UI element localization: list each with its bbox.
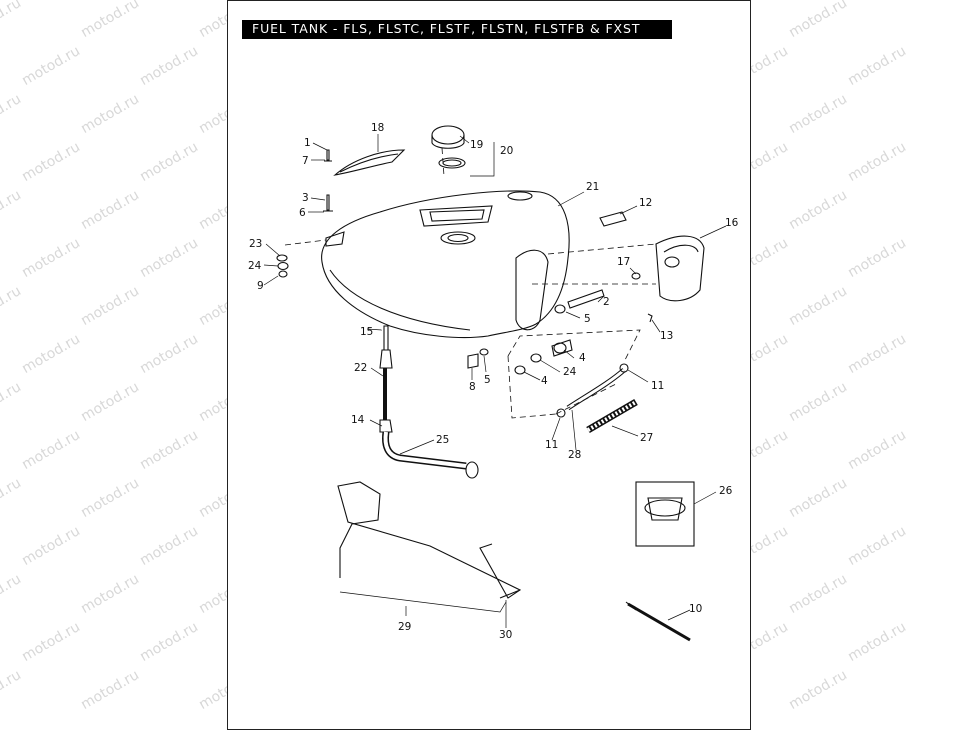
callout-30: 30 — [499, 629, 512, 641]
diagram-sheet — [227, 0, 751, 730]
callout-20: 20 — [500, 145, 513, 157]
callout-15: 15 — [360, 326, 373, 338]
callout-25: 25 — [436, 434, 449, 446]
callout-6: 6 — [299, 207, 306, 219]
callout-11a: 11 — [651, 380, 664, 392]
fuel-valve — [383, 325, 389, 351]
callout-8: 8 — [469, 381, 476, 393]
callout-11b: 11 — [545, 439, 558, 451]
callout-21: 21 — [586, 181, 599, 193]
callout-27: 27 — [640, 432, 653, 444]
bracket-12 — [599, 211, 627, 227]
fuel-tank-body — [321, 190, 570, 339]
callout-23: 23 — [249, 238, 262, 250]
callout-9: 9 — [257, 280, 264, 292]
callout-13: 13 — [660, 330, 673, 342]
callout-5a: 5 — [584, 313, 591, 325]
callout-24a: 24 — [248, 260, 262, 272]
fuel-cap — [431, 125, 465, 145]
callout-2: 2 — [603, 296, 610, 308]
tank-tunnel — [515, 249, 549, 331]
callout-22: 22 — [354, 362, 367, 374]
callout-29: 29 — [398, 621, 411, 633]
bolt — [567, 289, 605, 309]
callout-18: 18 — [371, 122, 384, 134]
page-title: FUEL TANK - FLS, FLSTC, FLSTF, FLSTN, FL… — [252, 21, 641, 36]
callout-10: 10 — [689, 603, 702, 615]
callout-26: 26 — [719, 485, 733, 497]
callout-16: 16 — [725, 217, 739, 229]
tank-console-opening — [419, 205, 493, 227]
callout-7: 7 — [302, 155, 309, 167]
callout-5b: 5 — [484, 374, 491, 386]
callout-17: 17 — [617, 256, 630, 268]
side-panel — [655, 235, 705, 302]
callout-19: 19 — [470, 139, 483, 151]
callout-1: 1 — [304, 137, 311, 149]
vent-hose — [337, 481, 522, 599]
callout-4b: 4 — [541, 375, 548, 387]
callout-3: 3 — [302, 192, 309, 204]
decal-26 — [635, 481, 695, 547]
callout-4a: 4 — [579, 352, 586, 364]
strap-10 — [627, 602, 691, 642]
callout-14: 14 — [351, 414, 365, 426]
callout-28: 28 — [568, 449, 581, 461]
title-bar: FUEL TANK - FLS, FLSTC, FLSTF, FLSTN, FL… — [242, 20, 672, 39]
callout-24b: 24 — [563, 366, 577, 378]
console-plate — [333, 149, 406, 176]
callout-12: 12 — [639, 197, 652, 209]
filler-neck — [440, 231, 476, 245]
